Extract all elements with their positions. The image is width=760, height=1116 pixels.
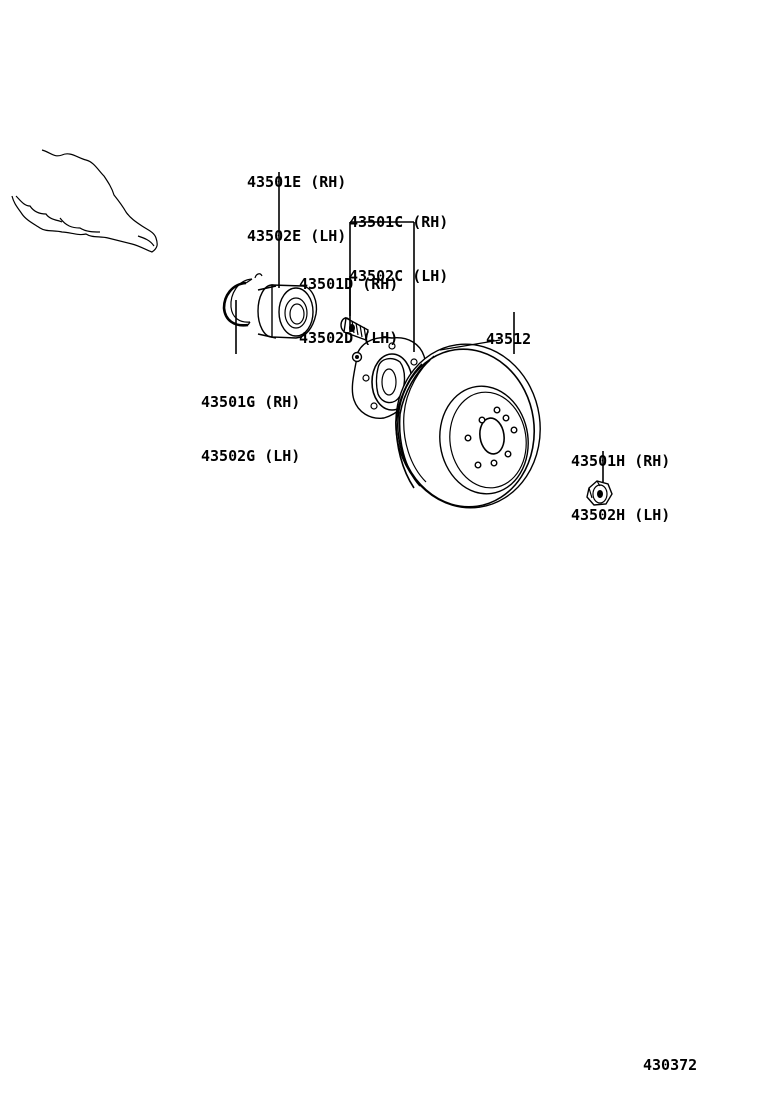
callout-snap-ring: 43501G (RH) 43502G (LH) — [201, 357, 300, 483]
snap-ring — [222, 278, 253, 327]
callout-hub-rh: 43501C (RH) — [349, 213, 449, 231]
callout-hub-bolt: 43501D (RH) 43502D (LH) — [299, 239, 398, 365]
callout-snap-ring-lh: 43502G (LH) — [201, 447, 301, 465]
callout-hub-bolt-lh: 43502D (LH) — [299, 329, 399, 347]
diagram-id: 430372 — [643, 1056, 698, 1074]
callout-hub-bolt-rh: 43501D (RH) — [299, 275, 399, 293]
hub-bearing — [254, 273, 318, 339]
brake-disc — [395, 339, 541, 509]
callout-bearing-lh: 43502E (LH) — [247, 227, 347, 245]
callout-bearing-rh: 43501E (RH) — [247, 173, 347, 191]
callout-bearing: 43501E (RH) 43502E (LH) — [247, 137, 346, 263]
steering-knuckle-reference — [11, 149, 158, 253]
callout-lock-nut-lh: 43502H (LH) — [571, 506, 671, 524]
callout-hub: 43501C (RH) 43502C (LH) — [349, 177, 448, 303]
callout-hub-lh: 43502C (LH) — [349, 267, 449, 285]
lock-nut — [586, 480, 613, 506]
callout-disc-part: 43512 — [486, 330, 532, 348]
callout-snap-ring-rh: 43501G (RH) — [201, 393, 301, 411]
leader-lines — [235, 172, 604, 482]
callout-lock-nut: 43501H (RH) 43502H (LH) — [571, 416, 670, 542]
callout-disc: 43512 — [486, 294, 531, 366]
callout-lock-nut-rh: 43501H (RH) — [571, 452, 671, 470]
